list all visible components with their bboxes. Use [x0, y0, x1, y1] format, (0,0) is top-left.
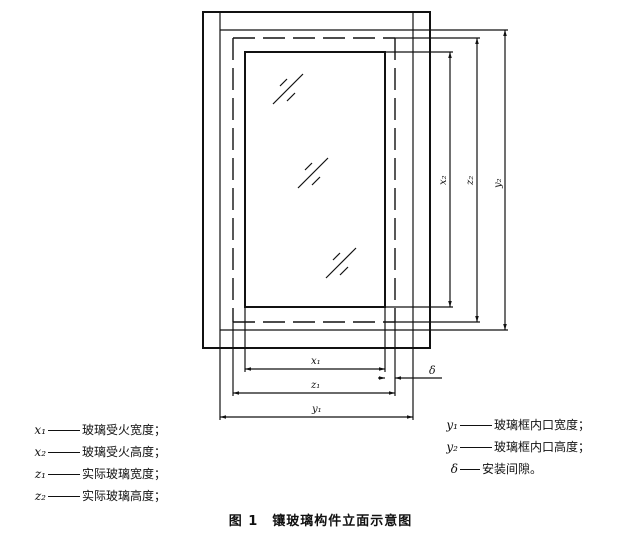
frame-opening	[219, 12, 508, 420]
legend-text: 安装间隙。	[482, 462, 543, 476]
legend-dash	[48, 430, 80, 431]
legend-text: 玻璃框内口高度；	[494, 440, 591, 454]
legend-left: x₁ 玻璃受火宽度； x₂ 玻璃受火高度； z₁ 实际玻璃宽度； z₂ 实际玻璃高度；	[24, 419, 166, 507]
x2-label: x₂	[438, 175, 449, 185]
actual-glass-outline	[232, 37, 480, 396]
z1-label: z₁	[310, 380, 320, 391]
delta-label: δ	[429, 364, 436, 377]
legend-dash	[48, 452, 80, 453]
legend-dash	[460, 469, 480, 470]
legend-symbol: δ	[450, 462, 458, 476]
legend-symbol: x₁	[34, 423, 46, 437]
fire-exposed-glass-area	[244, 51, 453, 372]
y2-label: y₂	[493, 178, 504, 189]
legend-symbol: y₂	[446, 440, 458, 454]
legend-dash	[460, 425, 492, 426]
y1-label: y₁	[311, 404, 322, 415]
z2-label: z₂	[465, 176, 476, 186]
legend-dash	[48, 496, 80, 497]
legend-item: x₂ 玻璃受火高度；	[24, 441, 166, 463]
legend-symbol: y₁	[446, 418, 458, 432]
legend-right: y₁ 玻璃框内口宽度； y₂ 玻璃框内口高度； δ 安装间隙。	[436, 414, 590, 480]
legend-dash	[460, 447, 492, 448]
x1-label: x₁	[311, 356, 321, 367]
outer-frame	[202, 11, 431, 349]
legend-item: δ 安装间隙。	[436, 458, 590, 480]
legend-symbol: z₁	[34, 467, 46, 481]
legend-item: y₁ 玻璃框内口宽度；	[436, 414, 590, 436]
legend-text: 玻璃受火宽度；	[82, 423, 167, 437]
legend-item: x₁ 玻璃受火宽度；	[24, 419, 166, 441]
legend-symbol: x₂	[34, 445, 46, 459]
legend-text: 实际玻璃宽度；	[82, 467, 167, 481]
legend-symbol: z₂	[34, 489, 46, 503]
legend-text: 玻璃受火高度；	[82, 445, 167, 459]
glass-hatch-marks	[272, 73, 357, 279]
legend-item: z₂ 实际玻璃高度；	[24, 485, 166, 507]
legend-text: 实际玻璃高度；	[82, 489, 167, 503]
legend-text: 玻璃框内口宽度；	[494, 418, 591, 432]
figure-caption: 图 1 镶玻璃构件立面示意图	[228, 514, 413, 529]
legend-item: z₁ 实际玻璃宽度；	[24, 463, 166, 485]
legend-item: y₂ 玻璃框内口高度；	[436, 436, 590, 458]
legend-dash	[48, 474, 80, 475]
